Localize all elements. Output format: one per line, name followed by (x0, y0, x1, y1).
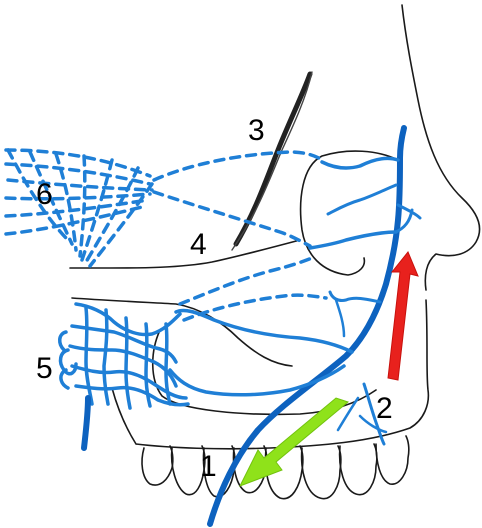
ophthalmic-vein-superior (154, 152, 322, 180)
angular-vein (322, 158, 398, 168)
lower-labial-branch (170, 366, 344, 395)
alveolar-line (112, 300, 428, 449)
dashed-veins (6, 150, 326, 320)
ophthalmic-vein-inferior (154, 192, 310, 246)
label-1: 1 (200, 450, 217, 483)
label-3: 3 (248, 114, 265, 147)
infraorbital-branch (330, 292, 380, 302)
orbital-vein-lower (310, 232, 396, 248)
sinus-line (80, 156, 85, 256)
tooth (340, 444, 377, 495)
label-6: 6 (36, 178, 53, 211)
tooth (142, 446, 173, 485)
orbital-rim (70, 240, 300, 268)
label-5: 5 (36, 352, 53, 385)
infraorbital-vein-dashed (180, 258, 312, 304)
facial-vein (210, 128, 404, 524)
label-2: 2 (376, 392, 393, 425)
nose-profile (402, 5, 480, 290)
pterygoid-plexus (60, 304, 188, 408)
anatomy-outline (70, 5, 480, 499)
red-upward-arrow-icon (388, 252, 418, 380)
sinus-line (6, 194, 150, 199)
maxillary-vein (84, 398, 88, 448)
sinus-line (6, 200, 148, 216)
tooth (376, 436, 409, 484)
label-4: 4 (190, 228, 207, 261)
deep-facial-branch (176, 310, 352, 352)
orbit-outline (301, 151, 398, 275)
orbital-vein-upper (328, 185, 396, 214)
nasal-bone-stroke (236, 74, 310, 244)
small-branch (336, 300, 344, 336)
green-downward-arrow-icon (240, 398, 348, 486)
tooth (302, 446, 341, 499)
